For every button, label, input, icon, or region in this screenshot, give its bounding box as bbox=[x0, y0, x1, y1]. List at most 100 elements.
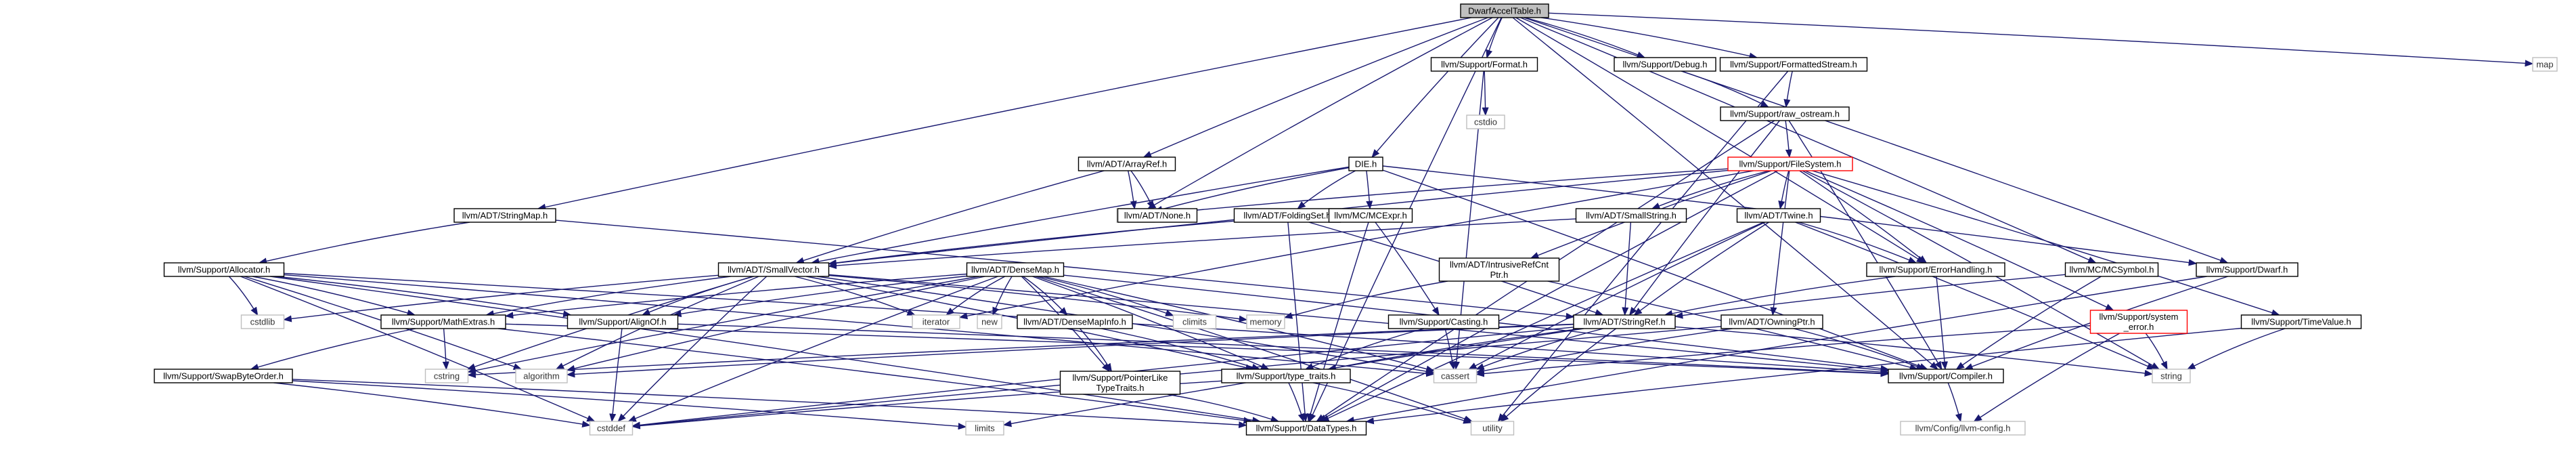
node-algorithm[interactable]: algorithm bbox=[515, 369, 568, 383]
node-llvm-support-raw-ostream-h[interactable]: llvm/Support/raw_ostream.h bbox=[1720, 106, 1850, 121]
node-box bbox=[2240, 314, 2362, 329]
node-label: llvm/ADT/Twine.h bbox=[1744, 211, 1813, 221]
edge-timevalue-to-datatypes bbox=[1365, 327, 2242, 425]
node-llvm-mc-mcsymbol-h[interactable]: llvm/MC/MCSymbol.h bbox=[2064, 262, 2159, 277]
node-label: memory bbox=[1250, 317, 1282, 327]
node-llvm-adt-smallstring-h[interactable]: llvm/ADT/SmallString.h bbox=[1575, 208, 1687, 223]
edge-casting-to-cassert bbox=[1444, 328, 1456, 371]
edge-dwarf-to-datatypes bbox=[1346, 276, 2207, 423]
node-memory[interactable]: memory bbox=[1246, 314, 1285, 329]
node-llvm-support-debug-h[interactable]: llvm/Support/Debug.h bbox=[1614, 57, 1716, 72]
edge-systemerror-to-llvmconfig bbox=[1973, 333, 2120, 422]
node-label: cassert bbox=[1441, 371, 1469, 381]
node-label: llvm/Support/DataTypes.h bbox=[1256, 423, 1357, 434]
node-box bbox=[380, 314, 506, 329]
edge-smallvector-to-mathextras bbox=[485, 276, 731, 317]
edge-alignof-to-cstddef bbox=[609, 328, 623, 423]
node-llvm-support-swapbyteorder-h[interactable]: llvm/Support/SwapByteOrder.h bbox=[154, 369, 293, 383]
node-string[interactable]: string bbox=[2152, 369, 2191, 383]
node-llvm-adt-owningptr-h[interactable]: llvm/ADT/OwningPtr.h bbox=[1720, 314, 1823, 329]
node-label: llvm/Support/Compiler.h bbox=[1899, 371, 1993, 381]
node-label: llvm/Support/MathExtras.h bbox=[392, 317, 495, 327]
edge-densemap-to-climits bbox=[1038, 276, 1174, 316]
edge-mathextras-to-datatypes bbox=[498, 328, 1253, 424]
node-llvm-config-llvm-config-h[interactable]: llvm/Config/llvm-config.h bbox=[1900, 421, 2026, 436]
node-llvm-support-system-error-h[interactable]: llvm/Support/system_error.h bbox=[2089, 310, 2188, 334]
node-llvm-support-mathextras-h[interactable]: llvm/Support/MathExtras.h bbox=[380, 314, 506, 329]
edge-swapbyteorder-to-limits bbox=[292, 380, 967, 430]
edge-filesystem-to-errorhandling bbox=[1799, 170, 1928, 264]
edge-densemapinfo-to-pointerlike bbox=[1079, 328, 1112, 373]
node-llvm-support-format-h[interactable]: llvm/Support/Format.h bbox=[1430, 57, 1538, 72]
node-llvm-support-casting-h[interactable]: llvm/Support/Casting.h bbox=[1387, 314, 1500, 329]
node-llvm-adt-densemap-h[interactable]: llvm/ADT/DenseMap.h bbox=[966, 262, 1065, 277]
node-llvm-adt-smallvector-h[interactable]: llvm/ADT/SmallVector.h bbox=[717, 262, 830, 277]
node-label: llvm/ADT/StringRef.h bbox=[1583, 317, 1665, 327]
node-box bbox=[1117, 208, 1198, 223]
node-cstdlib[interactable]: cstdlib bbox=[240, 314, 285, 329]
node-llvm-mc-mcexpr-h[interactable]: llvm/MC/MCExpr.h bbox=[1328, 208, 1413, 223]
node-box bbox=[1172, 314, 1217, 329]
node-climits[interactable]: climits bbox=[1172, 314, 1217, 329]
node-llvm-adt-stringref-h[interactable]: llvm/ADT/StringRef.h bbox=[1573, 314, 1676, 329]
node-map[interactable]: map bbox=[2532, 57, 2558, 72]
edge-allocator-to-datatypes bbox=[270, 276, 1261, 424]
node-llvm-support-type-traits-h[interactable]: llvm/Support/type_traits.h bbox=[1221, 369, 1351, 383]
node-llvm-support-timevalue-h[interactable]: llvm/Support/TimeValue.h bbox=[2240, 314, 2362, 329]
node-label: llvm/ADT/FoldingSet.h bbox=[1243, 211, 1331, 221]
edge-rawostream-to-stringref bbox=[1628, 120, 1780, 316]
node-label: llvm/Support/Allocator.h bbox=[178, 265, 271, 275]
edge-filesystem-to-smallstring bbox=[1651, 170, 1770, 209]
edge-allocator-to-mathextras bbox=[252, 276, 416, 316]
node-llvm-support-filesystem-h[interactable]: llvm/Support/FileSystem.h bbox=[1727, 156, 1853, 171]
node-llvm-adt-none-h[interactable]: llvm/ADT/None.h bbox=[1117, 208, 1198, 223]
node-label: llvm/ADT/OwningPtr.h bbox=[1729, 317, 1815, 327]
node-llvm-adt-arrayref-h[interactable]: llvm/ADT/ArrayRef.h bbox=[1078, 156, 1176, 171]
node-box bbox=[1470, 421, 1515, 436]
node-label: llvm/Support/type_traits.h bbox=[1237, 371, 1336, 381]
edge-densemap-to-iterator bbox=[946, 276, 1006, 316]
node-label: DIE.h bbox=[1355, 159, 1377, 169]
node-box bbox=[2089, 310, 2188, 334]
node-utility[interactable]: utility bbox=[1470, 421, 1515, 436]
node-llvm-support-alignof-h[interactable]: llvm/Support/AlignOf.h bbox=[567, 314, 679, 329]
edge-filesystem-to-vector bbox=[1153, 168, 1729, 217]
node-llvm-support-datatypes-h[interactable]: llvm/Support/DataTypes.h bbox=[1245, 421, 1367, 436]
node-dwarfacceltable-h[interactable]: DwarfAccelTable.h bbox=[1460, 3, 1549, 18]
node-llvm-adt-stringmap-h[interactable]: llvm/ADT/StringMap.h bbox=[453, 208, 556, 223]
node-cstddef[interactable]: cstddef bbox=[589, 421, 634, 436]
edge-errorhandling-to-compiler bbox=[1936, 276, 1949, 371]
node-cstdio[interactable]: cstdio bbox=[1466, 114, 1505, 129]
node-new[interactable]: new bbox=[977, 314, 1002, 329]
edge-stringref-to-cassert bbox=[1475, 328, 1603, 370]
edge-twine-to-cassert bbox=[1468, 222, 1766, 370]
node-box bbox=[2532, 57, 2558, 72]
node-llvm-adt-twine-h[interactable]: llvm/ADT/Twine.h bbox=[1736, 208, 1821, 223]
node-cstring[interactable]: cstring bbox=[424, 369, 469, 383]
node-llvm-support-allocator-h[interactable]: llvm/Support/Allocator.h bbox=[163, 262, 285, 277]
edge-mathextras-to-swapbyteorder bbox=[250, 328, 416, 371]
edge-mcsymbol-to-compiler bbox=[1955, 276, 2102, 370]
node-box bbox=[977, 314, 1002, 329]
node-label: cstdlib bbox=[250, 317, 275, 327]
node-llvm-adt-densemapinfo-h[interactable]: llvm/ADT/DenseMapInfo.h bbox=[1017, 314, 1133, 329]
node-cassert[interactable]: cassert bbox=[1433, 369, 1478, 383]
edge-root-to-debug bbox=[1524, 17, 1646, 58]
node-llvm-support-dwarf-h[interactable]: llvm/Support/Dwarf.h bbox=[2196, 262, 2299, 277]
node-die-h[interactable]: DIE.h bbox=[1348, 156, 1383, 171]
node-llvm-support-formattedstream-h[interactable]: llvm/Support/FormattedStream.h bbox=[1719, 57, 1868, 72]
node-box bbox=[1614, 57, 1716, 72]
edge-root-to-errorhandling bbox=[1515, 17, 1926, 264]
edge-owningptr-to-compiler bbox=[1793, 328, 1926, 370]
node-llvm-support-errorhandling-h[interactable]: llvm/Support/ErrorHandling.h bbox=[1866, 262, 2005, 277]
edge-smallstring-to-smallvector bbox=[828, 218, 1576, 270]
edge-die-to-mcexpr bbox=[1366, 170, 1373, 210]
edge-casting-to-typetraits bbox=[1304, 328, 1425, 370]
edge-die-to-vector bbox=[1153, 167, 1350, 213]
node-iterator[interactable]: iterator bbox=[912, 314, 960, 329]
node-limits[interactable]: limits bbox=[965, 421, 1004, 436]
node-llvm-adt-foldingset-h[interactable]: llvm/ADT/FoldingSet.h bbox=[1233, 208, 1341, 223]
node-llvm-support-compiler-h[interactable]: llvm/Support/Compiler.h bbox=[1888, 369, 2004, 383]
